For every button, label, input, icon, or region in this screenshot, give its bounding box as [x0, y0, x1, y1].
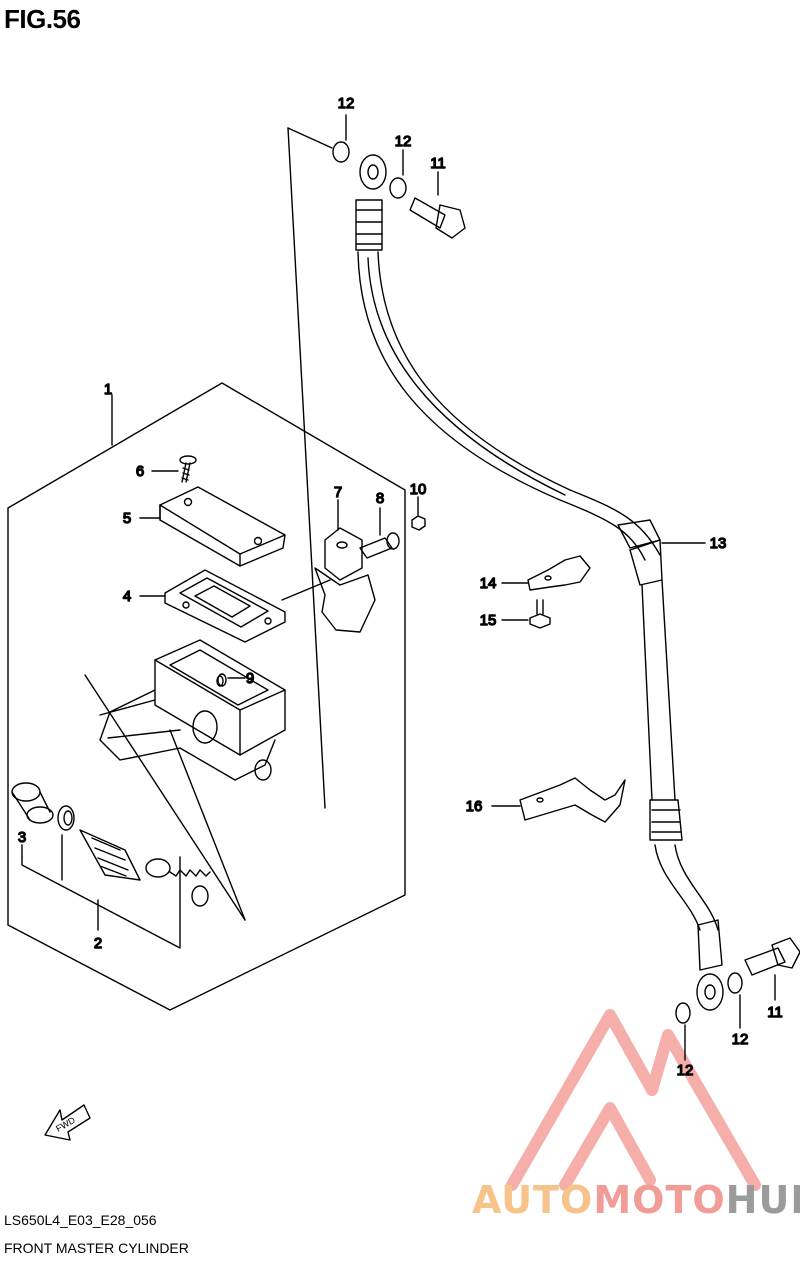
banjo-bolt-part-11: [744, 937, 800, 976]
brake-hose: [355, 154, 724, 1011]
callout-12-bottom-left: 12: [677, 1062, 694, 1079]
lever-holder-part-7: [314, 527, 376, 633]
diaphragm-part-4: [164, 569, 286, 643]
callout-14: 14: [480, 575, 497, 592]
callout-12-bottom-right: 12: [732, 1031, 749, 1048]
callout-8: 8: [376, 490, 384, 507]
watermark-part-auto: AUTO: [472, 1178, 594, 1222]
bolt-part-15: [529, 599, 551, 629]
callout-1: 1: [104, 381, 112, 398]
clamp-part-14: [527, 555, 591, 591]
washer-part-12: [675, 1002, 691, 1024]
nut-part-10: [411, 515, 426, 531]
callout-4: 4: [123, 588, 131, 605]
figure-title: FIG.56: [4, 4, 81, 34]
callout-15: 15: [480, 612, 497, 629]
figure-name: FRONT MASTER CYLINDER: [4, 1240, 189, 1256]
callout-12-top-left: 12: [338, 95, 355, 112]
banjo-bolt-part-11: [409, 197, 466, 239]
leader-line: [287, 127, 333, 149]
watermark-text: AUTOMOTOHUB: [472, 1178, 800, 1222]
callout-3: 3: [18, 829, 26, 846]
fwd-arrow-icon: [44, 1104, 91, 1141]
leader-line: [169, 729, 246, 921]
part-9: [216, 675, 224, 687]
washer-part-12: [389, 177, 407, 199]
reservoir-cap-part-5: [159, 486, 286, 567]
bracket-part-16: [519, 777, 626, 823]
callout-2: 2: [94, 935, 102, 952]
leader-line: [287, 127, 326, 809]
callout-12-top-right: 12: [395, 133, 412, 150]
callout-11-top: 11: [430, 155, 446, 172]
washer-part-12: [727, 972, 743, 994]
callout-9: 9: [246, 670, 254, 687]
watermark-part-hub: HUB: [725, 1178, 800, 1222]
callout-7: 7: [334, 484, 342, 501]
assembly-outline: [7, 382, 406, 1011]
watermark-part-moto: MOTO: [593, 1178, 726, 1222]
callout-11-bottom: 11: [767, 1004, 783, 1021]
callout-6: 6: [136, 463, 144, 480]
leader-line: [84, 674, 246, 921]
watermark-logo: [506, 1009, 761, 1191]
leader-line: [281, 579, 331, 601]
callout-10: 10: [410, 481, 427, 498]
bracket-part-2: [21, 856, 181, 949]
callout-5: 5: [123, 510, 131, 527]
washer-part-12: [332, 141, 350, 163]
master-cylinder-body: [99, 639, 286, 781]
screw-part-6: [179, 455, 197, 483]
piston-assembly-parts: [11, 782, 211, 907]
bolt-part-8: [359, 532, 400, 559]
callout-13: 13: [710, 535, 727, 552]
callout-leaders: [21, 114, 776, 1061]
callout-16: 16: [466, 798, 483, 815]
figure-code: LS650L4_E03_E28_056: [4, 1212, 157, 1228]
